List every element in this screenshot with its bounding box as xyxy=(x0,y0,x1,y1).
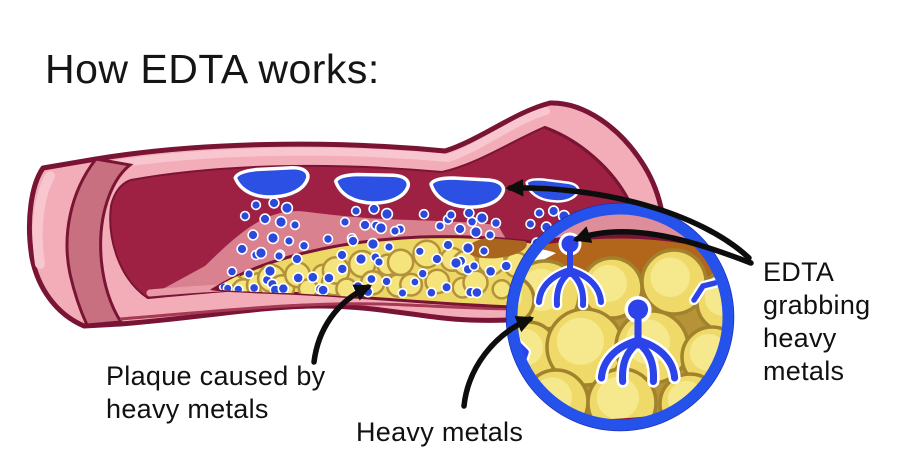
plaque-label: Plaque caused by heavy metals xyxy=(106,360,325,426)
plaque-label-line2: heavy metals xyxy=(106,393,269,424)
metal-dot-stream-2 xyxy=(336,203,401,268)
inset-ring xyxy=(506,203,734,431)
arrow-to-edta-molecule xyxy=(572,226,754,266)
arrow-to-inset xyxy=(461,315,535,409)
edta-label-line4: metals xyxy=(763,355,845,386)
page-title: How EDTA works: xyxy=(45,46,380,92)
arrow-to-plaque xyxy=(311,284,372,365)
wall-highlight xyxy=(98,107,550,170)
magnifier-inset xyxy=(505,202,735,432)
edta-molecule-partial-right xyxy=(689,278,720,305)
edta-label-line1: EDTA xyxy=(763,257,835,287)
arrow-to-edta-deposit xyxy=(505,178,752,261)
edta-label-line2: grabbing xyxy=(763,289,871,320)
edta-grabbing-label: EDTA grabbing heavy metals xyxy=(763,256,871,388)
plaque-label-line1: Plaque caused by xyxy=(106,361,326,391)
cut-face-highlight xyxy=(32,171,55,269)
annotation-arrows xyxy=(311,178,754,409)
metal-dot-stream-1 xyxy=(236,197,303,280)
edta-label-line3: heavy xyxy=(763,322,837,353)
heavy-metals-label: Heavy metals xyxy=(356,417,524,447)
artery-left-cut-ring xyxy=(65,157,134,327)
